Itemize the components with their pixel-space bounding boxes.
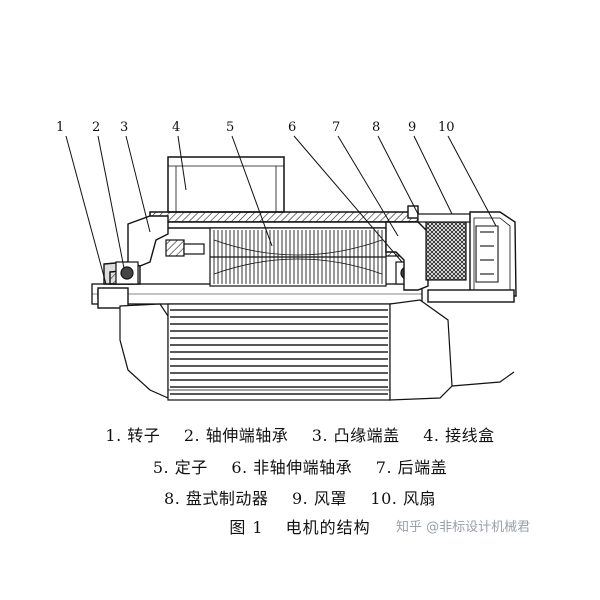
legend-terminal-box: 4. 接线盒 bbox=[423, 426, 495, 445]
callout-8: 8 bbox=[372, 120, 380, 135]
housing-cooling-fins bbox=[119, 299, 515, 401]
callout-9: 9 bbox=[408, 120, 416, 135]
shaft bbox=[91, 283, 423, 305]
legend-row-3: 8. 盘式制动器 9. 风罩 10. 风扇 bbox=[0, 485, 600, 509]
figure-number: 图 1 bbox=[229, 518, 264, 537]
legend-flange-end-cover: 3. 凸缘端盖 bbox=[311, 426, 400, 445]
stator bbox=[209, 227, 387, 287]
fan-cover bbox=[427, 211, 517, 303]
callout-3: 3 bbox=[120, 120, 128, 135]
winding-end-left bbox=[165, 239, 205, 257]
drive-end-bearing bbox=[115, 261, 139, 285]
callout-numbers: 1 2 3 4 5 6 7 8 9 10 bbox=[56, 120, 455, 135]
callout-5: 5 bbox=[226, 120, 234, 135]
callout-6: 6 bbox=[288, 120, 296, 135]
terminal-box bbox=[167, 156, 285, 213]
legend-stator: 5. 定子 bbox=[152, 458, 208, 477]
callout-7: 7 bbox=[332, 120, 340, 135]
rear-end-cover bbox=[385, 205, 429, 291]
legend-non-drive-end-bearing: 6. 非轴伸端轴承 bbox=[231, 458, 353, 477]
legend-row-2: 5. 定子 6. 非轴伸端轴承 7. 后端盖 bbox=[0, 454, 600, 478]
leader-lines bbox=[65, 135, 497, 285]
figure-caption: 图 1 电机的结构 bbox=[0, 514, 600, 538]
watermark: 知乎 @非标设计机械君 bbox=[396, 520, 531, 535]
figure-title: 电机的结构 bbox=[285, 518, 371, 537]
legend-rotor: 1. 转子 bbox=[105, 426, 161, 445]
disc-brake bbox=[417, 213, 471, 281]
fan bbox=[475, 225, 499, 283]
housing-frame bbox=[149, 211, 419, 229]
legend-fan-cover: 9. 风罩 bbox=[291, 489, 347, 508]
legend-fan: 10. 风扇 bbox=[370, 489, 436, 508]
legend-disc-brake: 8. 盘式制动器 bbox=[164, 489, 269, 508]
callout-1: 1 bbox=[56, 120, 64, 135]
legend-row-1: 1. 转子 2. 轴伸端轴承 3. 凸缘端盖 4. 接线盒 bbox=[0, 422, 600, 446]
callout-10: 10 bbox=[438, 120, 455, 135]
callout-4: 4 bbox=[172, 120, 180, 135]
legend-rear-end-cover: 7. 后端盖 bbox=[375, 458, 448, 477]
callout-2: 2 bbox=[92, 120, 100, 135]
legend-drive-end-bearing: 2. 轴伸端轴承 bbox=[183, 426, 289, 445]
